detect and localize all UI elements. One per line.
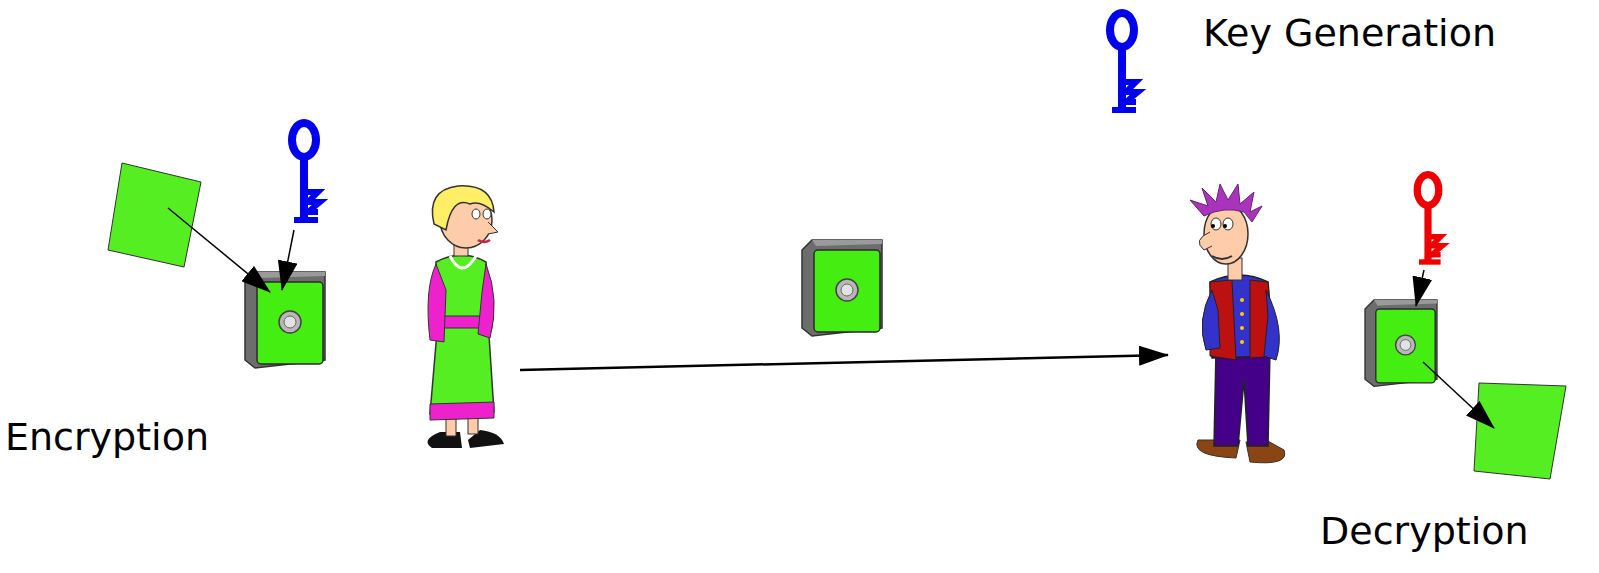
- safe: [802, 240, 882, 336]
- alice-figure: [428, 186, 505, 448]
- arrow: [1416, 270, 1424, 306]
- public-key: [1110, 13, 1138, 112]
- public-key: [292, 123, 320, 222]
- caption-label: Decryption: [1320, 510, 1529, 554]
- message-paper: [1474, 383, 1566, 479]
- arrow: [168, 208, 270, 292]
- caption-label: Encryption: [5, 416, 209, 460]
- message-paper: [108, 163, 201, 267]
- safe: [245, 272, 325, 368]
- safe: [1365, 300, 1437, 386]
- caption-label: Key Generation: [1203, 12, 1496, 56]
- arrow: [282, 230, 294, 290]
- bob-figure: [1190, 184, 1285, 463]
- private-key: [1417, 175, 1442, 264]
- arrow: [1423, 362, 1494, 428]
- transmission-arrow: [520, 355, 1168, 370]
